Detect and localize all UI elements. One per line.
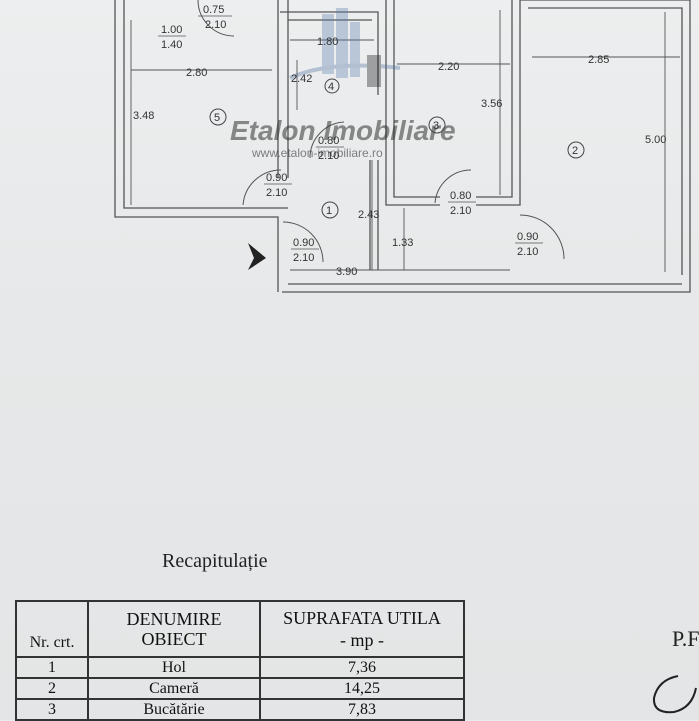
side-label: P.F: [672, 626, 699, 651]
dim-hall-width: 3.90: [336, 266, 357, 278]
row-nr: 2: [15, 677, 89, 700]
header-object-line1: DENUMIRE: [126, 609, 222, 629]
wall-room4: [280, 11, 379, 95]
dim-room3-depth: 3.56: [481, 98, 502, 110]
row-area: 14,25: [259, 677, 465, 700]
table-row: 1 Hol 7,36: [15, 656, 465, 679]
door-arc-room5: [242, 169, 282, 206]
door-arc-room4: [309, 121, 345, 159]
door-arc-room2: [519, 214, 565, 260]
row-name: Cameră: [87, 677, 261, 700]
recap-table: Nr. crt. DENUMIRE OBIECT SUPRAFATA UTILA…: [15, 600, 465, 721]
dim-room4-width: 1.80: [317, 36, 338, 48]
watermark-brand: Etalon Imobiliare: [230, 115, 456, 146]
dim-door-room3-width: 0.80: [450, 190, 471, 202]
dim-door-room2-width: 0.90: [517, 231, 538, 243]
header-area-line1: SUPRAFATA UTILA: [283, 608, 441, 628]
dim-room4-depth: 2.42: [291, 73, 312, 85]
wall-bottom: [282, 283, 691, 293]
wall-room3: [385, 0, 440, 206]
header-object-line2: OBIECT: [141, 629, 207, 649]
dim-window-height: 1.40: [161, 39, 182, 51]
table-row: 2 Cameră 14,25: [15, 677, 465, 700]
dim-door-room4-width: 0.80: [318, 135, 339, 147]
floor-plan: Etalon Imobiliare www.etalon-imobiliare.…: [114, 0, 691, 293]
signature-scribble: [652, 675, 697, 714]
room-number-2: 2: [572, 145, 578, 157]
wall-room2: [520, 0, 691, 283]
dim-entrance-door-width: 0.90: [293, 237, 314, 249]
header-object: DENUMIRE OBIECT: [87, 600, 261, 658]
row-nr: 1: [15, 656, 89, 679]
dim-entrance-door-height: 2.10: [293, 252, 314, 264]
watermark-logo: [289, 8, 401, 87]
door-arc-hall: [282, 221, 324, 263]
header-area: SUPRAFATA UTILA - mp -: [259, 600, 465, 658]
dim-window-width: 1.00: [161, 24, 182, 36]
row-nr: 3: [15, 698, 89, 721]
door-arc-top: [197, 0, 235, 37]
dim-room5-depth: 3.48: [133, 110, 154, 122]
dim-room2-depth: 5.00: [645, 134, 666, 146]
row-name: Hol: [87, 656, 261, 679]
dim-room3-width: 2.20: [438, 61, 459, 73]
row-area: 7,83: [259, 698, 465, 721]
door-arc-room3: [434, 169, 472, 204]
room-number-1: 1: [326, 205, 332, 217]
entrance-arrow-icon: [248, 243, 266, 270]
dim-room5-width: 2.80: [186, 67, 207, 79]
room-number-5: 5: [214, 112, 220, 124]
dim-door-room5-height: 2.10: [266, 187, 287, 199]
dim-hall-section: 1.33: [392, 237, 413, 249]
table-row: 3 Bucătărie 7,83: [15, 698, 465, 721]
recap-title: Recapitulație: [162, 550, 268, 572]
room-number-4: 4: [328, 81, 334, 93]
dim-door-top-width: 0.75: [203, 4, 224, 16]
dim-door-top-height: 2.10: [205, 19, 226, 31]
wall-room5-inner: [123, 0, 288, 209]
dim-room2-width: 2.85: [588, 54, 609, 66]
row-name: Bucătărie: [87, 698, 261, 721]
room-number-3: 3: [433, 120, 439, 132]
dim-hall-depth: 2.43: [358, 209, 379, 221]
header-area-line2: - mp -: [340, 630, 384, 650]
dim-door-room5-width: 0.90: [266, 172, 287, 184]
row-area: 7,36: [259, 656, 465, 679]
header-nr: Nr. crt.: [15, 600, 89, 658]
dim-door-room4-height: 2.10: [318, 150, 339, 162]
dim-door-room2-height: 2.10: [517, 246, 538, 258]
wall-room5-outer: [114, 0, 279, 292]
dim-door-room3-height: 2.10: [450, 205, 471, 217]
watermark-url: www.etalon-imobiliare.ro: [251, 146, 383, 160]
